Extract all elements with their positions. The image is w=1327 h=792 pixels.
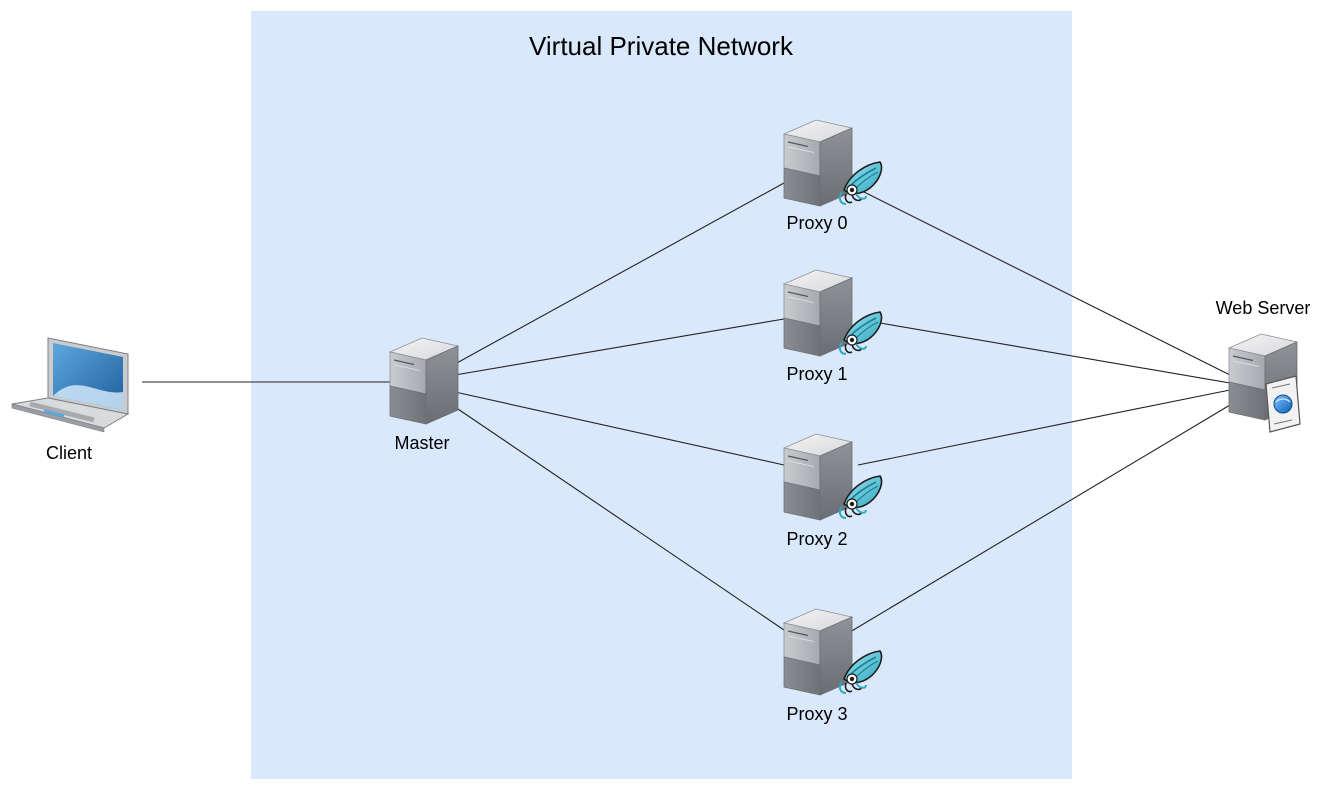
edge-master-proxy2 xyxy=(454,391,785,466)
laptop-icon xyxy=(11,337,130,433)
master-node[interactable]: Master xyxy=(389,337,459,453)
proxy-3-label: Proxy 3 xyxy=(786,704,847,724)
edge-master-proxy0 xyxy=(454,182,785,365)
proxy-1-label: Proxy 1 xyxy=(786,364,847,384)
client-node[interactable]: Client xyxy=(11,337,130,463)
edge-master-proxy1 xyxy=(454,318,785,376)
proxy-2-node[interactable]: Proxy 2 xyxy=(783,433,883,549)
edge-proxy1-webserver xyxy=(879,322,1231,384)
edge-proxy3-webserver xyxy=(849,404,1231,633)
connection-lines xyxy=(142,182,1231,633)
proxy-2-label: Proxy 2 xyxy=(786,529,847,549)
proxy-0-node[interactable]: Proxy 0 xyxy=(783,119,883,233)
server-icon xyxy=(389,337,459,425)
edge-proxy2-webserver xyxy=(857,389,1231,466)
proxy-0-label: Proxy 0 xyxy=(786,213,847,233)
edge-master-proxy3 xyxy=(454,406,785,631)
proxy-3-node[interactable]: Proxy 3 xyxy=(783,608,883,724)
globe-badge-icon xyxy=(1265,375,1301,433)
edge-proxy0-webserver xyxy=(849,184,1231,376)
client-label: Client xyxy=(46,443,92,463)
vpn-title: Virtual Private Network xyxy=(529,31,794,61)
proxy-1-node[interactable]: Proxy 1 xyxy=(783,269,883,384)
master-label: Master xyxy=(394,433,449,453)
vpn-region xyxy=(251,11,1072,779)
web-server-node[interactable]: Web Server xyxy=(1216,298,1311,433)
web-server-label: Web Server xyxy=(1216,298,1311,318)
